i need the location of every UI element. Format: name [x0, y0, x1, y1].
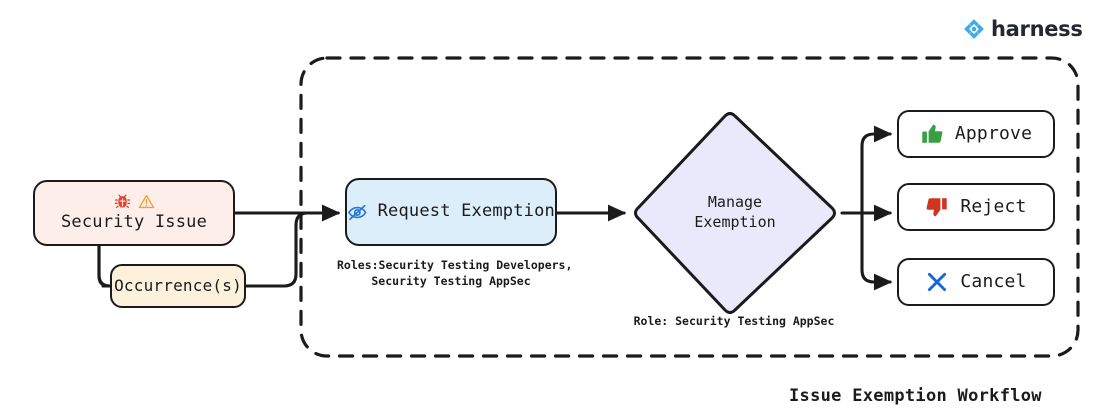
- node-request-exemption-label: Request Exemption: [377, 201, 555, 222]
- node-occurrences-label: Occurrence(s): [114, 276, 242, 295]
- harness-logo-text: harness: [991, 16, 1083, 41]
- edge-manage-to-cancel: [860, 211, 893, 291]
- node-occurrences[interactable]: Occurrence(s): [110, 264, 246, 308]
- harness-logo: harness: [963, 18, 1083, 40]
- caption-request-exemption-roles: Roles:Security Testing Developers, Secur…: [337, 258, 573, 288]
- caption-manage-exemption-role: Role: Security Testing AppSec: [633, 314, 835, 328]
- node-cancel[interactable]: Cancel: [897, 258, 1055, 306]
- edge-manage-to-approve: [860, 125, 893, 215]
- manage-exemption-line1: Manage: [707, 193, 763, 212]
- harness-diamond-logo-icon: [964, 19, 984, 39]
- node-cancel-label: Cancel: [960, 270, 1027, 292]
- node-manage-exemption-label: Manage Exemption: [628, 111, 842, 315]
- node-approve-label: Approve: [954, 122, 1033, 144]
- thumbs-down-icon: [926, 198, 948, 217]
- node-security-issue[interactable]: Security Issue: [33, 180, 235, 246]
- bug-icon: [114, 194, 130, 208]
- close-x-icon: [928, 272, 947, 292]
- security-issue-icon-row: [114, 192, 155, 211]
- node-reject-label: Reject: [960, 195, 1027, 217]
- eye-slash-icon: [348, 204, 367, 220]
- manage-exemption-line2: Exemption: [694, 213, 776, 231]
- node-approve[interactable]: Approve: [897, 110, 1055, 158]
- thumbs-up-icon: [922, 124, 943, 143]
- node-manage-exemption[interactable]: Manage Exemption: [628, 111, 842, 315]
- node-security-issue-label: Security Issue: [60, 211, 208, 232]
- node-reject[interactable]: Reject: [897, 183, 1055, 231]
- edge-security-to-occurrence-stem: [97, 244, 112, 288]
- edge-occurrence-to-request: [244, 204, 341, 288]
- diamond-shape: [634, 112, 836, 314]
- workflow-title: Issue Exemption Workflow: [789, 386, 1042, 406]
- node-request-exemption[interactable]: Request Exemption: [345, 178, 557, 246]
- warning-triangle-icon: [138, 194, 154, 209]
